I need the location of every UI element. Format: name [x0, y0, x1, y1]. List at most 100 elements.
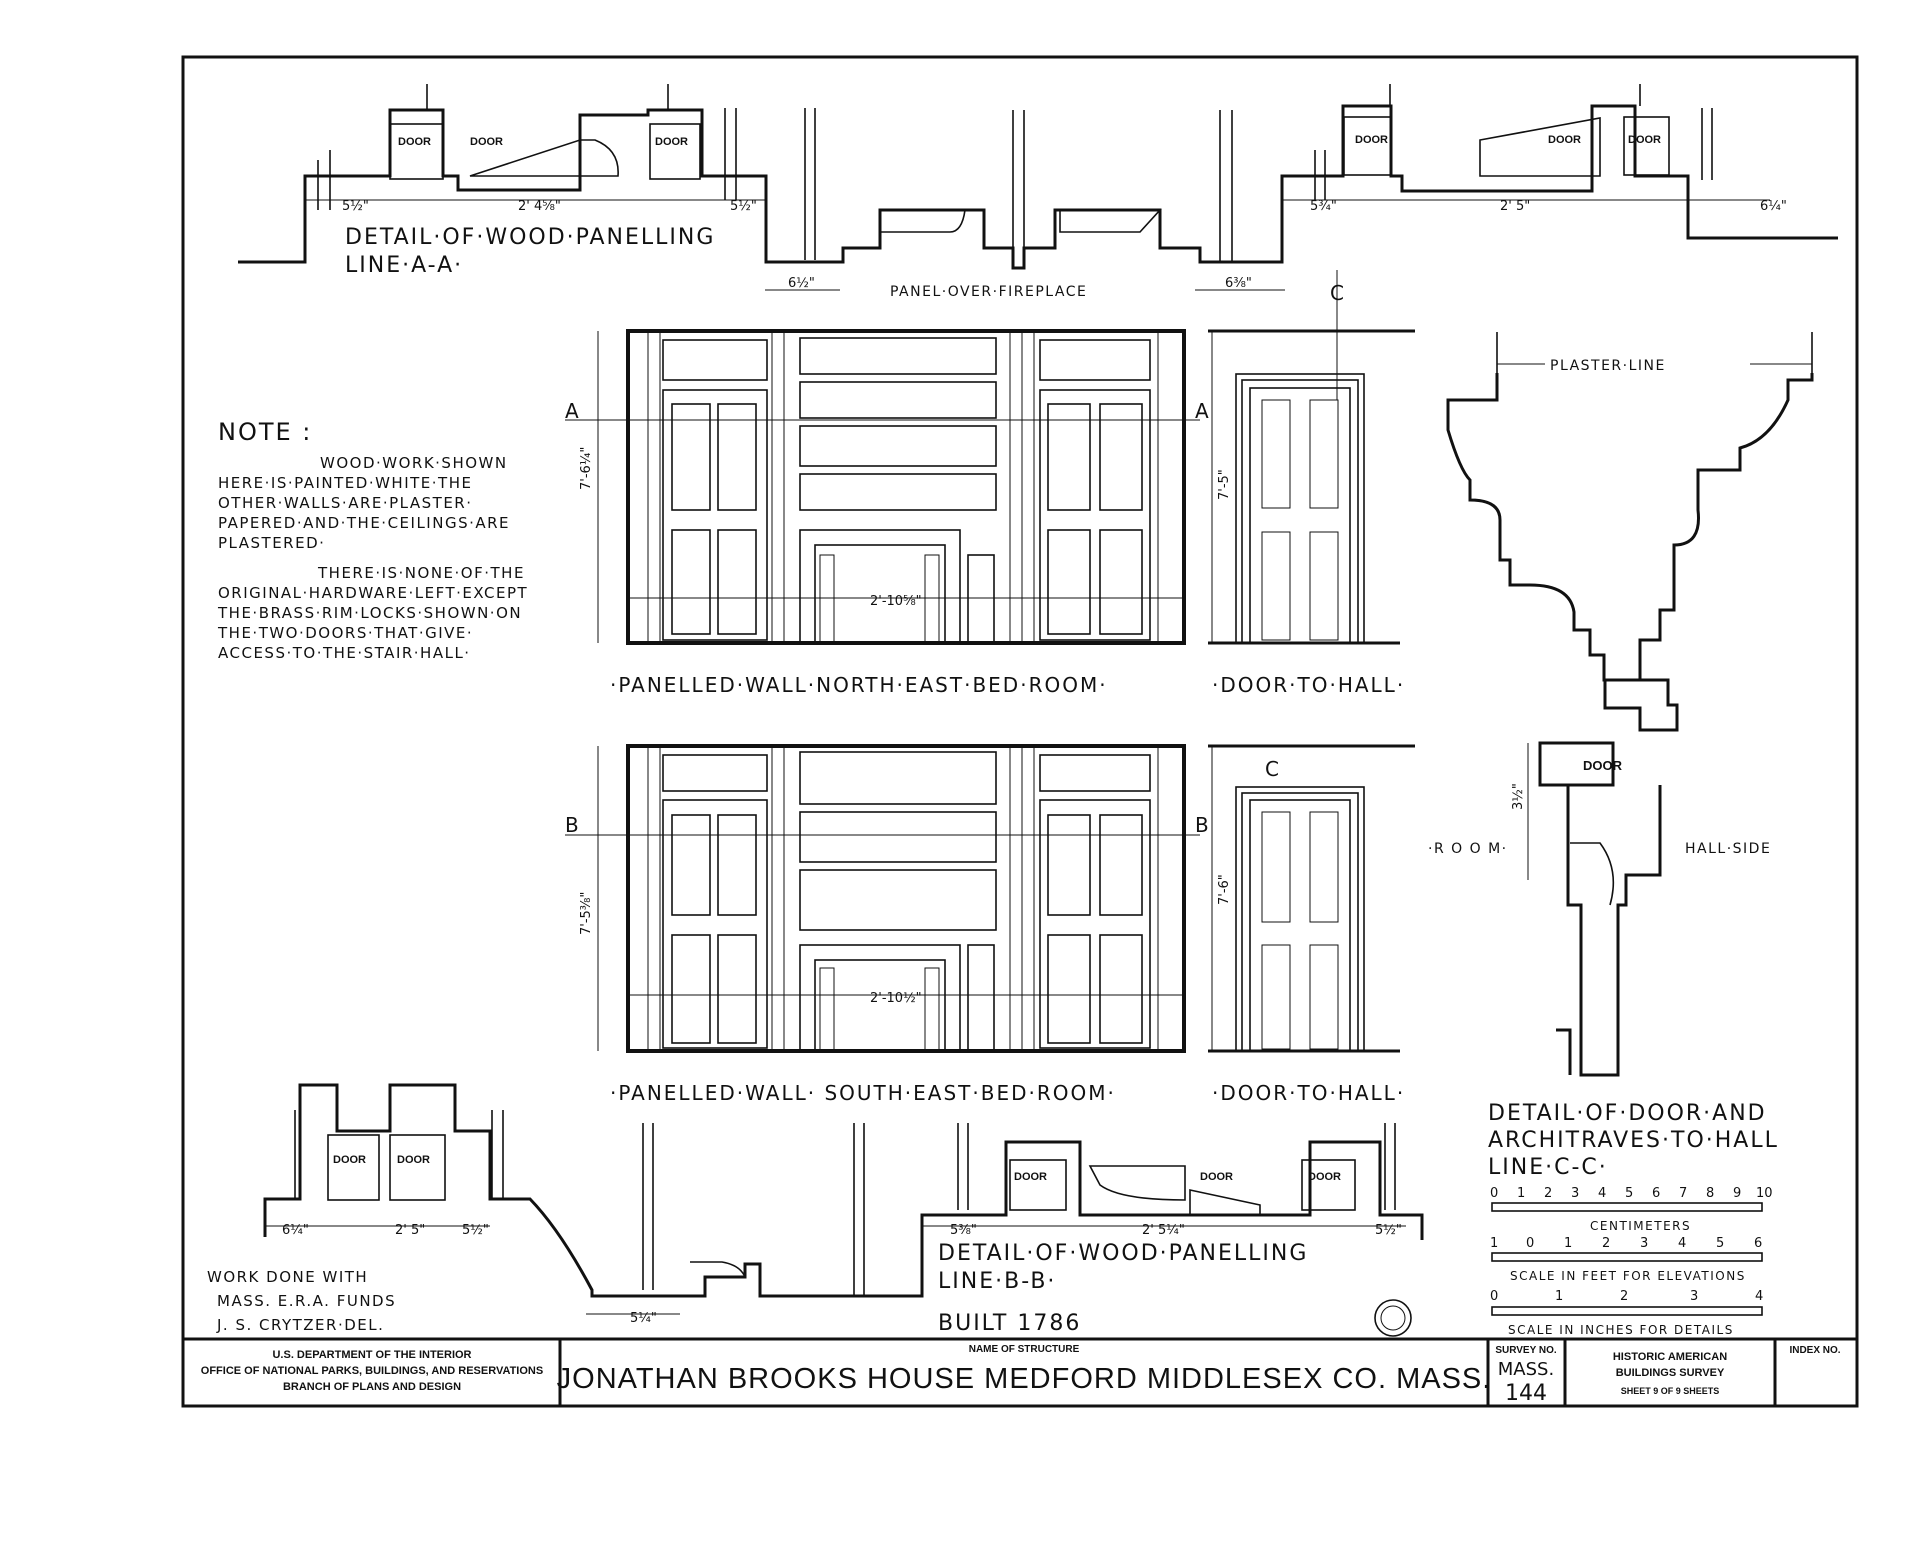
dimension-label: 5¼": [630, 1311, 657, 1326]
dimension-label: 2' 5¼": [1142, 1223, 1185, 1238]
scale-tick: 1: [1490, 1236, 1498, 1251]
elevation-title: ·DOOR·TO·HALL·: [1212, 673, 1405, 697]
section-mark: C: [1330, 281, 1346, 305]
scale-tick: 3: [1640, 1236, 1648, 1251]
dimension-label: 5½": [730, 199, 757, 214]
door-label: DOOR: [1628, 134, 1661, 146]
section-title: LINE·A-A·: [345, 253, 463, 278]
door-label: DOOR: [1583, 758, 1623, 773]
door-label: DOOR: [398, 136, 431, 148]
dimension-label: 2' 5": [395, 1223, 425, 1238]
dimension-label: 7'-6": [1217, 874, 1232, 905]
scale-tick: 4: [1598, 1186, 1606, 1201]
note-line: PLASTERED·: [218, 534, 325, 552]
door-label: DOOR: [1308, 1171, 1341, 1183]
detail-line-bb: DOOR DOOR DOOR DOOR DOOR 6¼" 2' 5" 5½" 5…: [207, 1083, 1424, 1337]
door-label: DOOR: [397, 1154, 430, 1166]
sheet-number: SHEET 9 OF 9 SHEETS: [1621, 1386, 1720, 1396]
title-block: U.S. DEPARTMENT OF THE INTERIOR OFFICE O…: [201, 1339, 1841, 1406]
scale-tick: 5: [1625, 1186, 1633, 1201]
scale-tick: 3: [1690, 1289, 1698, 1304]
scale-bars: 0 1 2 3 4 5 6 7 8 9 10 CENTIMETERS 1 0 1…: [1490, 1186, 1773, 1337]
stamp-seal: [1374, 1299, 1412, 1337]
dimension-label: 2'-10½": [870, 991, 922, 1006]
scale-tick: 1: [1564, 1236, 1572, 1251]
structure-name-label: NAME OF STRUCTURE: [969, 1344, 1080, 1355]
dimension-label: 6¼": [282, 1223, 309, 1238]
door-label: DOOR: [1548, 134, 1581, 146]
structure-name: JONATHAN BROOKS HOUSE MEDFORD MIDDLESEX …: [557, 1363, 1492, 1395]
scale-tick: 2: [1602, 1236, 1610, 1251]
detail-line-aa: DOOR DOOR DOOR DOOR DOOR DOOR 5½" 2' 4⅝"…: [238, 84, 1838, 300]
note-line: PAPERED·AND·THE·CEILINGS·ARE: [218, 514, 510, 532]
credit-line: MASS. E.R.A. FUNDS: [217, 1292, 396, 1310]
note-line: THE·BRASS·RIM·LOCKS·SHOWN·ON: [217, 604, 522, 622]
agency-line: BRANCH OF PLANS AND DESIGN: [283, 1381, 461, 1393]
feet-bar: [1491, 1252, 1763, 1262]
scale-label: SCALE IN INCHES FOR DETAILS: [1508, 1323, 1734, 1337]
note-block: NOTE : WOOD·WORK·SHOWN HERE·IS·PAINTED·W…: [217, 418, 528, 662]
section-title: LINE·C-C·: [1488, 1155, 1608, 1180]
credit-line: J. S. CRYTZER·DEL.: [216, 1316, 384, 1334]
note-line: OTHER·WALLS·ARE·PLASTER·: [218, 494, 472, 512]
scale-tick: 0: [1526, 1236, 1534, 1251]
scale-tick: 4: [1678, 1236, 1686, 1251]
scale-tick: 4: [1755, 1289, 1763, 1304]
scale-tick: 6: [1652, 1186, 1660, 1201]
elevation-title: ·DOOR·TO·HALL·: [1212, 1081, 1405, 1105]
section-title: DETAIL·OF·DOOR·AND: [1488, 1101, 1767, 1126]
habs-line: BUILDINGS SURVEY: [1616, 1367, 1725, 1379]
note-line: WOOD·WORK·SHOWN: [320, 454, 508, 472]
centimeter-bar: [1491, 1202, 1763, 1212]
agency-line: OFFICE OF NATIONAL PARKS, BUILDINGS, AND…: [201, 1365, 543, 1377]
scale-tick: 1: [1555, 1289, 1563, 1304]
scale-tick: 10: [1756, 1186, 1773, 1201]
section-mark: A: [1195, 399, 1211, 423]
scale-tick: 3: [1571, 1186, 1579, 1201]
scale-tick: 9: [1733, 1186, 1741, 1201]
door-label: DOOR: [333, 1154, 366, 1166]
survey-number: 144: [1505, 1381, 1547, 1406]
plaster-line-label: PLASTER·LINE: [1550, 358, 1666, 374]
agency-line: U.S. DEPARTMENT OF THE INTERIOR: [272, 1349, 471, 1361]
dimension-label: 5½": [342, 199, 369, 214]
door-label: DOOR: [470, 136, 503, 148]
door-label: DOOR: [655, 136, 688, 148]
north-east-elevation: 7'-6¼" 7'-5" 2'-10⅝" A A C ·PANELLED·WAL…: [565, 270, 1415, 697]
note-line: ORIGINAL·HARDWARE·LEFT·EXCEPT: [218, 584, 528, 602]
scale-tick: 5: [1716, 1236, 1724, 1251]
south-east-elevation: 7'-5⅜" 7'-6" 2'-10½" B B C ·PANELLED·WAL…: [565, 744, 1415, 1105]
elevation-title: ·PANELLED·WALL· SOUTH·EAST·BED·ROOM·: [610, 1081, 1116, 1105]
door-label: DOOR: [1014, 1171, 1047, 1183]
index-number-label: INDEX NO.: [1789, 1345, 1840, 1356]
built-date: BUILT 1786: [938, 1311, 1081, 1336]
section-title: PANEL·OVER·FIREPLACE: [890, 284, 1087, 300]
dimension-label: 6½": [788, 276, 815, 291]
section-mark: C: [1265, 757, 1281, 781]
scale-tick: 8: [1706, 1186, 1714, 1201]
door-label: DOOR: [1355, 134, 1388, 146]
dimension-label: 7'-5": [1217, 469, 1232, 500]
room-label: ·R O O M·: [1428, 841, 1508, 857]
inch-bar: [1491, 1306, 1763, 1316]
hall-side-label: HALL·SIDE: [1685, 841, 1771, 857]
dimension-label: 2'-10⅝": [870, 594, 922, 609]
note-line: ACCESS·TO·THE·STAIR·HALL·: [218, 644, 471, 662]
note-line: THE·TWO·DOORS·THAT·GIVE·: [217, 624, 473, 642]
scale-tick: 7: [1679, 1186, 1687, 1201]
scale-tick: 2: [1620, 1289, 1628, 1304]
habs-line: HISTORIC AMERICAN: [1613, 1351, 1727, 1363]
dimension-label: 6⅜": [1225, 276, 1252, 291]
scale-label: CENTIMETERS: [1590, 1219, 1691, 1233]
dimension-label: 5¾": [1310, 199, 1337, 214]
door-label: DOOR: [1200, 1171, 1233, 1183]
note-line: THERE·IS·NONE·OF·THE: [317, 564, 525, 582]
sheet-border: [181, 55, 1859, 1408]
section-title: LINE·B-B·: [938, 1269, 1056, 1294]
section-mark: B: [565, 813, 581, 837]
dimension-label: 5½": [1375, 1223, 1402, 1238]
section-mark: A: [565, 399, 581, 423]
dimension-label: 2' 4⅝": [518, 199, 561, 214]
